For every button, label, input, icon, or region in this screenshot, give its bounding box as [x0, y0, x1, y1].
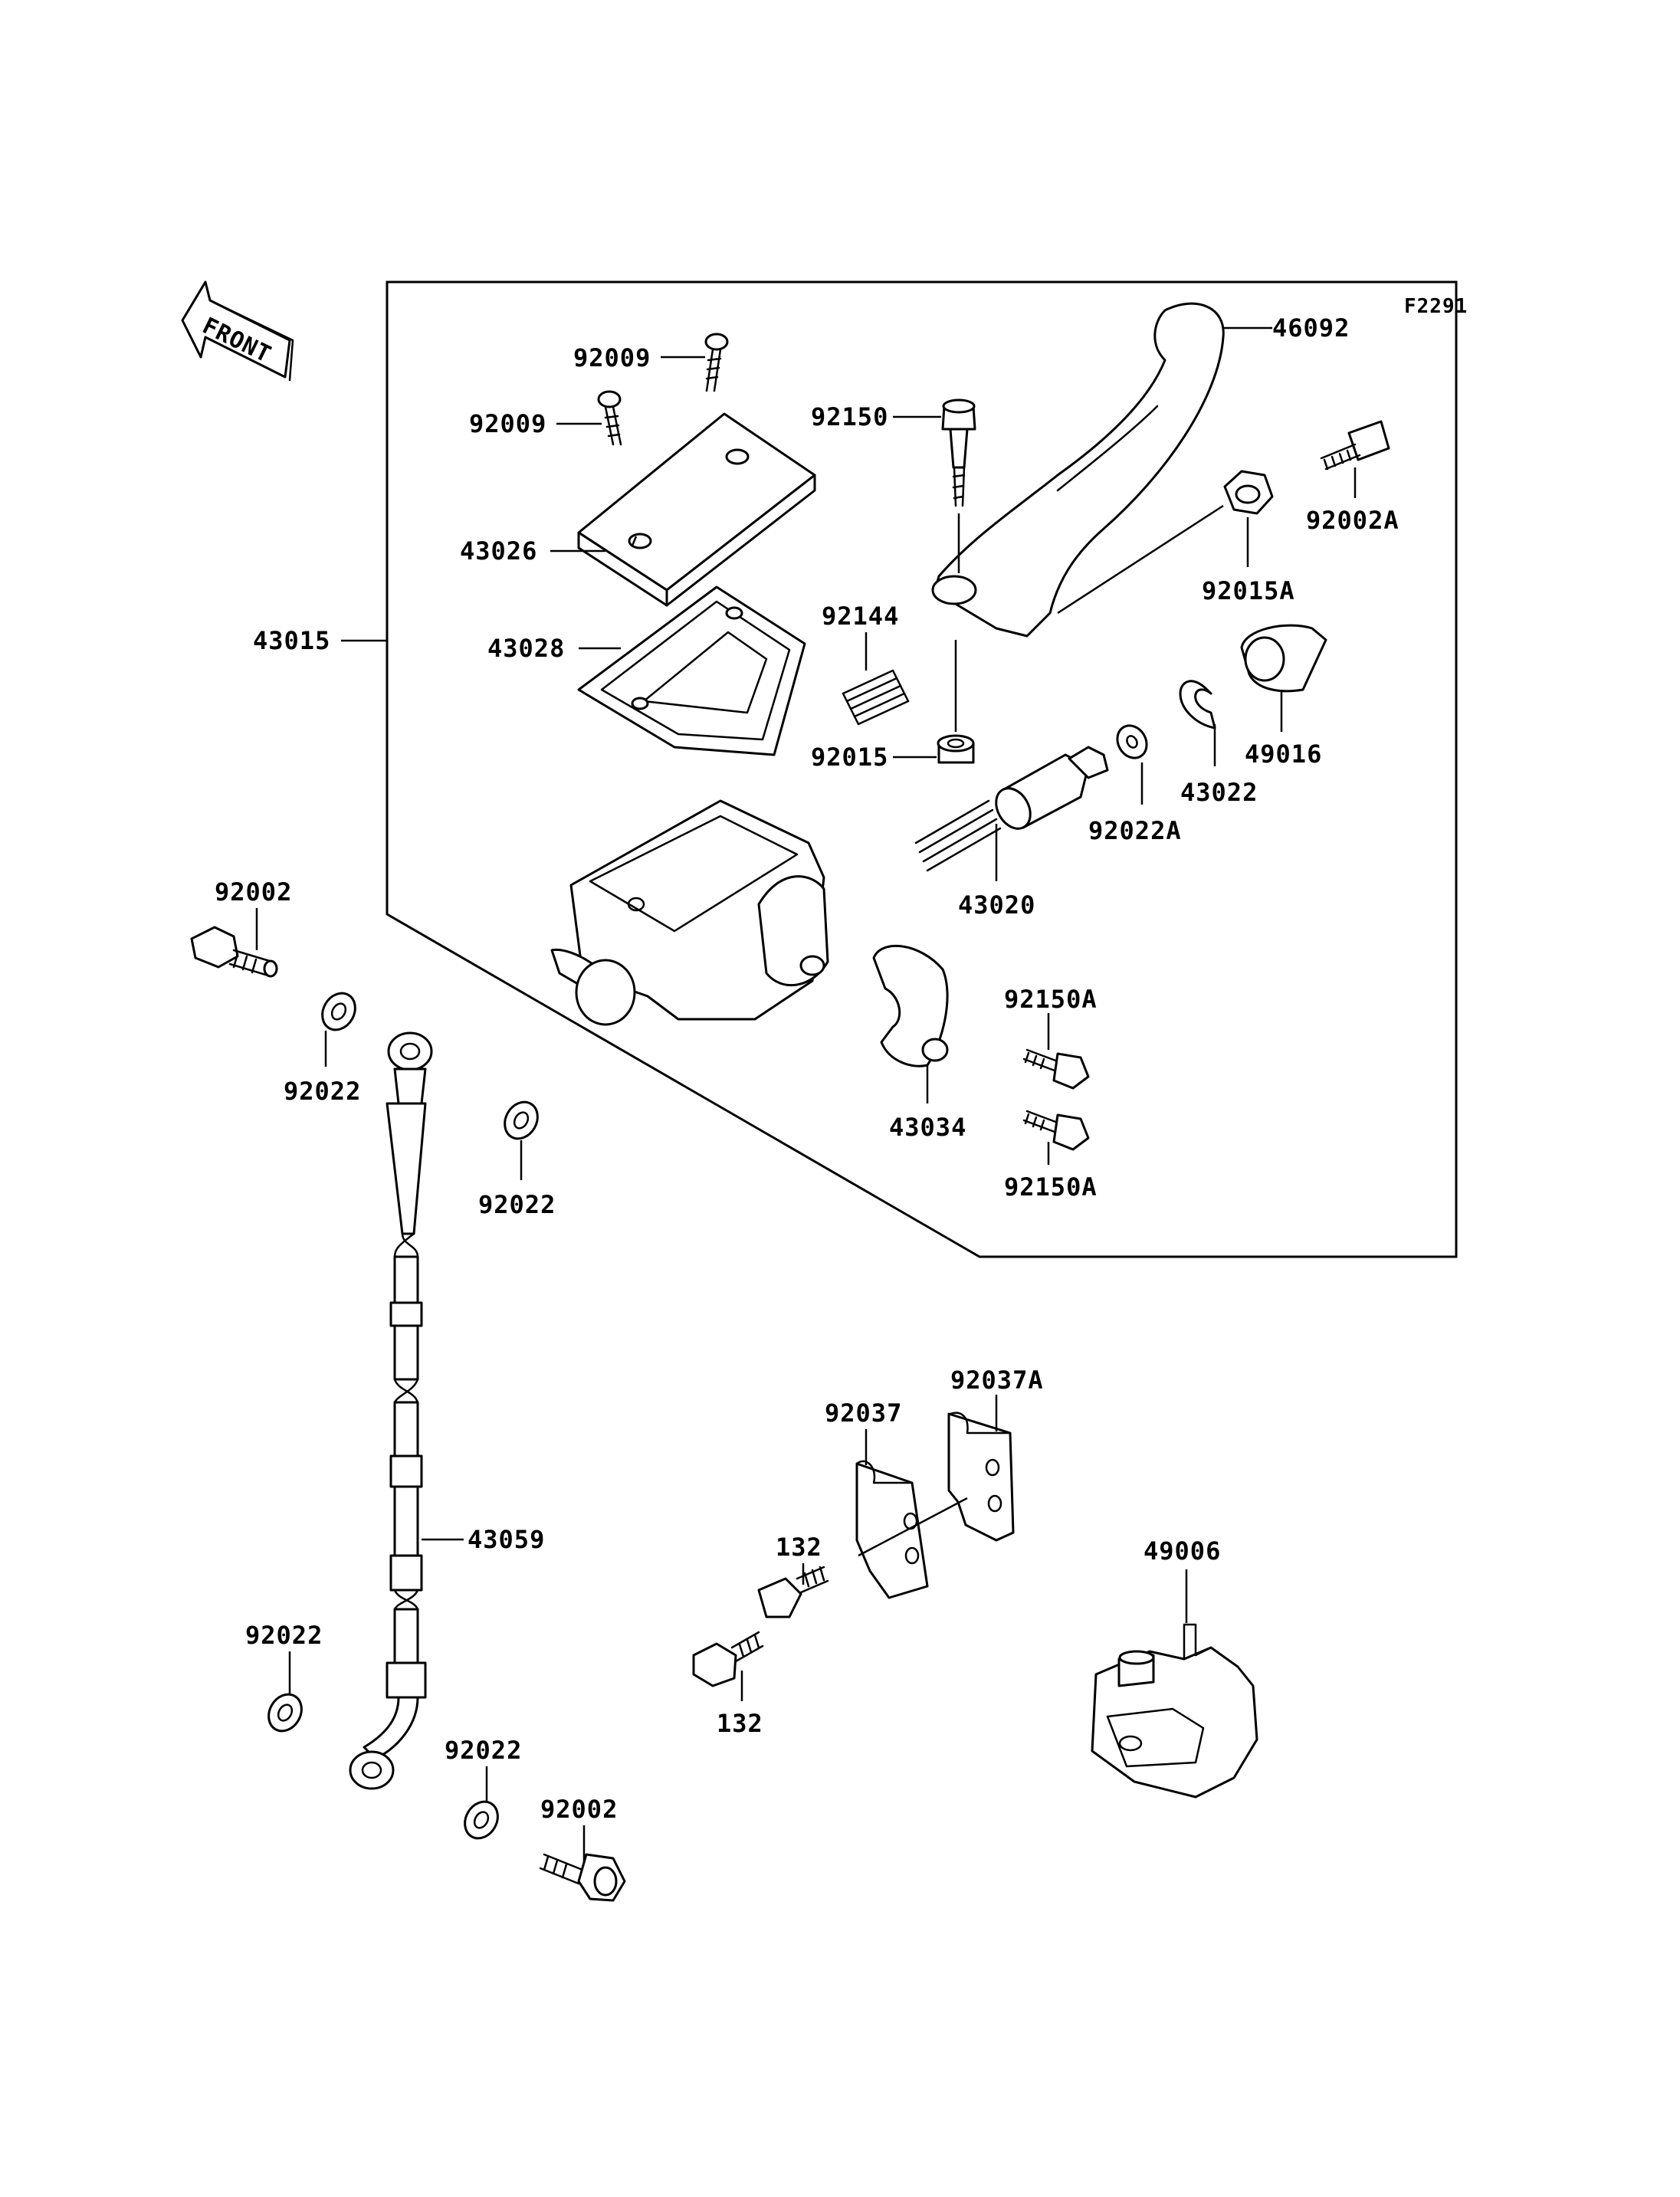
label-92009-upper: 92009 [573, 343, 651, 372]
label-43059: 43059 [468, 1525, 545, 1554]
nut-92015 [937, 734, 975, 764]
guard-49006 [1091, 1623, 1258, 1799]
figure-code: F2291 [1404, 295, 1468, 318]
bolt-92150A-lower [1022, 1110, 1090, 1151]
spring-92144 [842, 669, 910, 726]
piston-43020 [914, 746, 1109, 872]
bolt-92150 [941, 398, 976, 507]
label-49006: 49006 [1144, 1536, 1221, 1566]
label-132-lower: 132 [717, 1709, 763, 1738]
label-92002-bottom: 92002 [540, 1795, 618, 1824]
bracket-92037 [855, 1460, 929, 1599]
bracket-92037A [947, 1412, 1015, 1542]
label-92022-c: 92022 [245, 1621, 323, 1650]
dust-cover-49016 [1240, 624, 1327, 693]
brake-hose-43059 [349, 1031, 433, 1790]
label-92022-b: 92022 [478, 1190, 556, 1219]
label-92037: 92037 [825, 1399, 902, 1428]
label-43020: 43020 [958, 890, 1035, 920]
gasket-92022-a [321, 992, 356, 1031]
label-92002A: 92002A [1306, 506, 1399, 535]
label-49016: 49016 [1245, 739, 1322, 769]
label-92015A: 92015A [1202, 576, 1295, 605]
banjo-bolt-92002-top [190, 926, 278, 978]
reservoir-cap [577, 412, 816, 607]
brake-lever [931, 302, 1225, 638]
label-92150A-upper: 92150A [1004, 985, 1098, 1014]
label-92022A: 92022A [1088, 816, 1182, 845]
label-92150: 92150 [811, 402, 888, 431]
reservoir-diaphragm [577, 585, 806, 756]
label-92144: 92144 [822, 602, 899, 631]
label-92022-a: 92022 [284, 1077, 361, 1106]
circlip-43022 [1179, 680, 1216, 730]
label-92015: 92015 [811, 743, 888, 772]
screw-92009-lower [597, 390, 622, 446]
label-92009-lower: 92009 [469, 409, 546, 438]
label-46092: 46092 [1272, 313, 1350, 343]
washer-92022A [1116, 724, 1148, 759]
label-43022: 43022 [1180, 778, 1258, 807]
label-92002-top: 92002 [215, 877, 292, 907]
master-cylinder-body [550, 799, 829, 1026]
assembly-frame [386, 280, 1458, 1258]
gasket-92022-b [504, 1100, 539, 1140]
bolt-132-upper [757, 1566, 829, 1618]
gasket-92022-d [464, 1800, 499, 1840]
label-43034: 43034 [889, 1113, 966, 1142]
label-92022-d: 92022 [445, 1736, 522, 1765]
label-92150A-lower: 92150A [1004, 1172, 1098, 1202]
bolt-132-lower [692, 1631, 764, 1687]
nut-92015A [1223, 470, 1274, 515]
label-92037A: 92037A [950, 1366, 1044, 1395]
label-43026: 43026 [460, 536, 537, 566]
label-43015: 43015 [253, 626, 330, 655]
clamp-43034 [872, 944, 949, 1067]
bolt-92150A-upper [1022, 1048, 1090, 1090]
front-arrow-icon: FRONT [181, 280, 294, 382]
gasket-92022-c [267, 1693, 303, 1733]
screw-92009-upper [704, 333, 729, 392]
label-43028: 43028 [487, 634, 565, 663]
label-132-upper: 132 [776, 1533, 822, 1562]
bolt-92002A [1320, 420, 1390, 471]
banjo-bolt-92002-bottom [539, 1853, 626, 1902]
